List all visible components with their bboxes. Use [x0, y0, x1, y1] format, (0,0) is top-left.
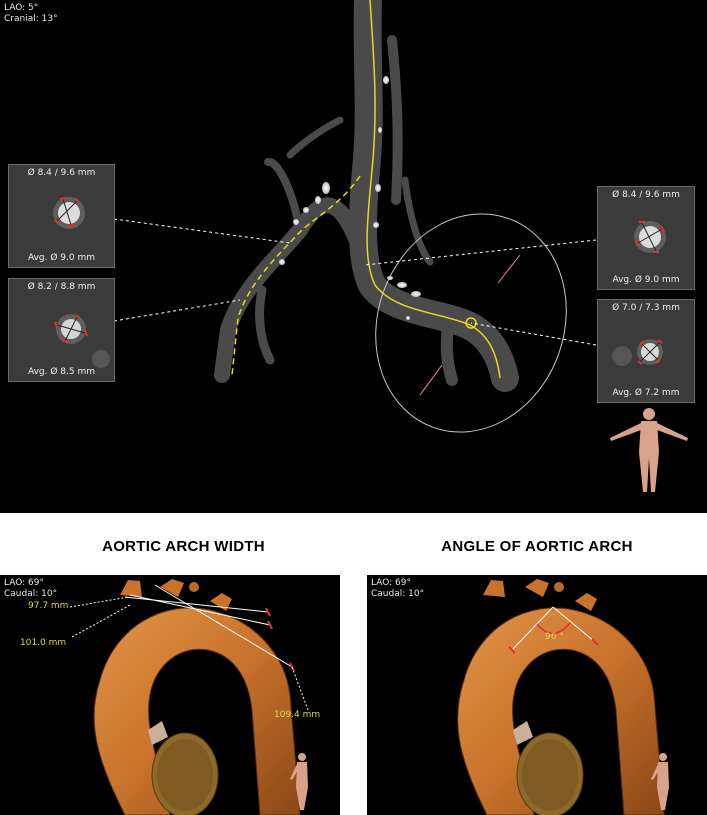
- width-view-orientation: LAO: 69° Caudal: 10°: [4, 578, 57, 600]
- angle-arc: [536, 622, 571, 634]
- centerline-main: [366, 0, 501, 379]
- inset-4-average: Avg. Ø 7.2 mm: [612, 388, 680, 398]
- centerline-marker[interactable]: [465, 317, 477, 329]
- inset-4-diameter: Ø 7.0 / 7.3 mm: [612, 303, 680, 313]
- leader-lines: [113, 218, 597, 346]
- angle-view-angle-lao: LAO: 69°: [371, 578, 411, 588]
- angle-endpoints: [508, 638, 599, 654]
- orientation-figure-small-icon-angle: [651, 753, 669, 810]
- view-angle-cranial: Cranial: 13°: [4, 14, 58, 24]
- inset-2-average: Avg. Ø 8.5 mm: [27, 367, 96, 377]
- orientation-figure-icon: [610, 408, 688, 492]
- calcifications: [279, 76, 421, 320]
- orientation-figure-small-icon: [290, 753, 308, 810]
- ellipse-axis-upper: [497, 254, 521, 284]
- measurement-ellipse[interactable]: [346, 187, 597, 459]
- centerline-branch: [231, 175, 361, 376]
- width-view-angle-caudal: Caudal: 10°: [4, 589, 58, 599]
- aortic-arch-3d-render-angle: [457, 579, 669, 815]
- angle-view-angle-caudal: Caudal: 10°: [371, 589, 425, 599]
- inset-1-average: Avg. Ø 9.0 mm: [27, 253, 96, 263]
- cross-section-inset-3[interactable]: Ø 8.4 / 9.6 mm Avg. Ø 9.0 mm: [597, 186, 695, 290]
- inset-3-diameter: Ø 8.4 / 9.6 mm: [612, 190, 680, 200]
- cross-section-inset-4[interactable]: Ø 7.0 / 7.3 mm Avg. Ø 7.2 mm: [597, 299, 695, 403]
- inset-2-diameter: Ø 8.2 / 8.8 mm: [27, 282, 96, 292]
- aortic-arch-angle-view[interactable]: LAO: 69° Caudal: 10°: [367, 575, 707, 815]
- aortic-arch-3d-render: [69, 579, 309, 815]
- angle-view-orientation: LAO: 69° Caudal: 10°: [371, 578, 424, 600]
- view-orientation: LAO: 5° Cranial: 13°: [4, 3, 58, 25]
- ellipse-axis-lower: [419, 364, 443, 396]
- width-label-leaders: [69, 596, 309, 711]
- ct-angiography-view[interactable]: LAO: 5° Cranial: 13°: [0, 0, 707, 513]
- angle-of-aortic-arch-heading: ANGLE OF AORTIC ARCH: [441, 538, 633, 555]
- inset-3-average: Avg. Ø 9.0 mm: [612, 275, 680, 285]
- view-angle-lao: LAO: 5°: [4, 3, 39, 13]
- width-measurement-1: 97.7 mm: [28, 601, 69, 611]
- width-measurement-2: 101.0 mm: [20, 638, 67, 648]
- width-view-angle-lao: LAO: 69°: [4, 578, 44, 588]
- angle-lines: [511, 606, 596, 651]
- width-measurement-lines: [124, 584, 293, 668]
- width-measurement-3: 109.4 mm: [274, 710, 321, 720]
- cross-section-inset-1[interactable]: Ø 8.4 / 9.6 mm Avg. Ø 9.0 mm: [8, 164, 115, 268]
- inset-1-diameter: Ø 8.4 / 9.6 mm: [27, 168, 96, 178]
- arch-angle-value: 96 °: [545, 632, 564, 642]
- aortic-arch-width-heading: AORTIC ARCH WIDTH: [102, 538, 265, 555]
- cross-section-inset-2[interactable]: Ø 8.2 / 8.8 mm Avg. Ø 8.5 mm: [8, 278, 115, 382]
- vessel-rendering: [113, 0, 688, 492]
- aortic-arch-width-view[interactable]: LAO: 69° Caudal: 10°: [0, 575, 340, 815]
